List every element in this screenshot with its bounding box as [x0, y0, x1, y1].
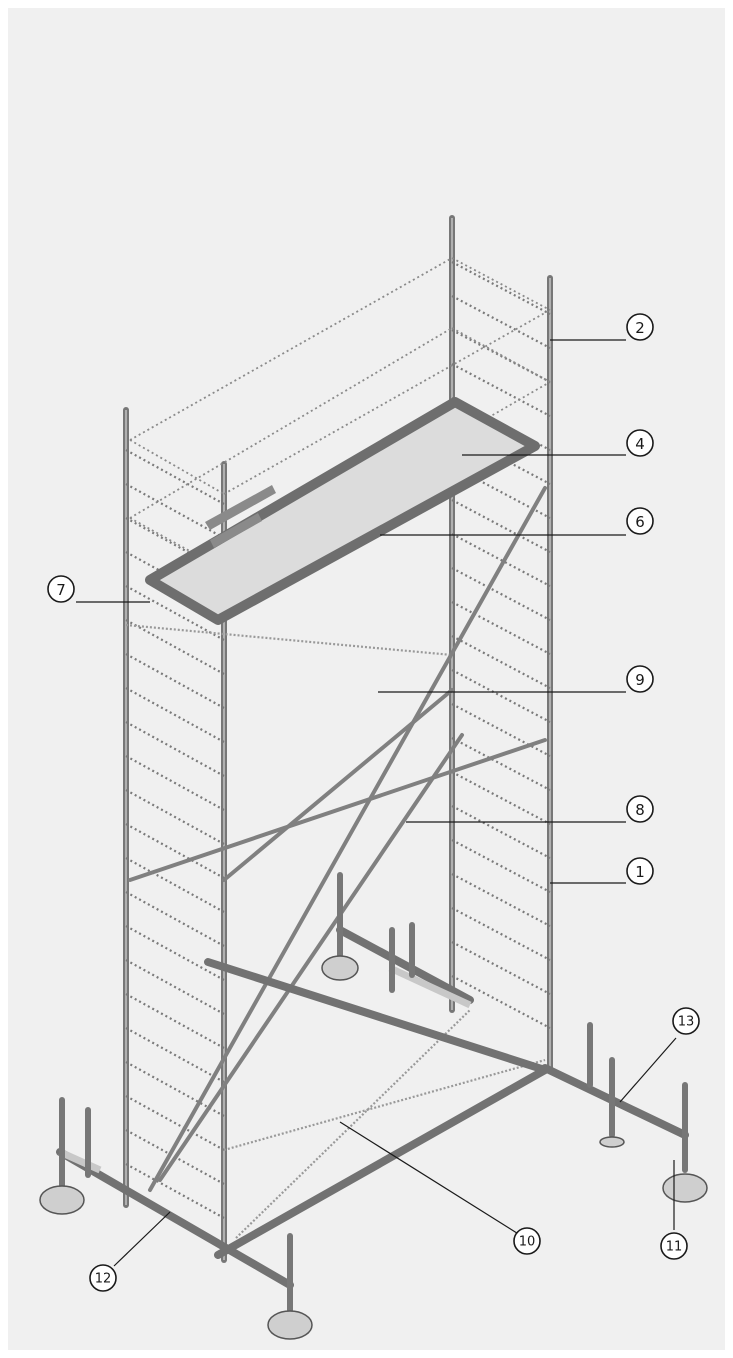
callout-4: 4	[626, 429, 654, 457]
frame-rung	[451, 907, 551, 961]
callout-1: 1	[626, 857, 654, 885]
frame-rung	[125, 1061, 225, 1117]
frame-rung	[125, 687, 225, 743]
frame-rung	[451, 635, 551, 689]
frame-rung	[125, 585, 225, 641]
guard-rails	[129, 257, 551, 571]
diagonal-braces	[128, 486, 547, 1239]
frame-rung	[451, 465, 551, 519]
frame-rung	[125, 517, 225, 573]
svg-text:13: 13	[678, 1015, 695, 1030]
callout-7: 7	[47, 575, 75, 603]
frame-rung	[451, 737, 551, 791]
callout-8: 8	[626, 795, 654, 823]
frame-rung	[451, 975, 551, 1029]
svg-text:7: 7	[56, 581, 66, 599]
frame-rung	[125, 993, 225, 1049]
svg-text:2: 2	[635, 319, 645, 337]
callout-13: 13	[672, 1007, 700, 1035]
frame-rung	[451, 261, 551, 315]
frame-rung	[125, 721, 225, 777]
frame-rung	[125, 789, 225, 845]
frame-rung	[125, 891, 225, 947]
callout-12: 12	[89, 1264, 117, 1292]
frame-rung	[451, 805, 551, 859]
svg-text:12: 12	[95, 1272, 112, 1287]
back-frame	[449, 215, 553, 1073]
frame-rung	[451, 873, 551, 927]
callout-2: 2	[626, 313, 654, 341]
frame-rung	[125, 1163, 225, 1219]
svg-text:9: 9	[635, 671, 645, 689]
svg-text:8: 8	[635, 801, 645, 819]
frame-rung	[451, 941, 551, 995]
frame-rung	[125, 653, 225, 709]
frame-rung	[451, 363, 551, 417]
horizontal-brace	[125, 623, 453, 657]
frame-rung	[451, 703, 551, 757]
callout-9: 9	[626, 665, 654, 693]
frame-rung	[125, 1027, 225, 1083]
frame-rung	[125, 857, 225, 913]
frame-rung	[451, 771, 551, 825]
frame-rung	[451, 567, 551, 621]
frame-rung	[451, 533, 551, 587]
drawing-background	[8, 8, 725, 1350]
frame-rung	[125, 823, 225, 879]
svg-text:4: 4	[635, 435, 645, 453]
frame-rung	[125, 959, 225, 1015]
frame-rung	[451, 601, 551, 655]
frame-rung	[451, 839, 551, 893]
frame-rung	[451, 669, 551, 723]
frame-rung	[451, 499, 551, 553]
frame-rung	[125, 619, 225, 675]
svg-text:1: 1	[635, 863, 645, 881]
frame-rung	[125, 449, 225, 505]
callout-10: 10	[513, 1227, 541, 1255]
platform-deck	[145, 397, 540, 625]
frame-rung	[451, 295, 551, 349]
frame-rung	[125, 1095, 225, 1151]
frame-rung	[125, 483, 225, 539]
callout-11: 11	[660, 1232, 688, 1260]
frame-rung	[125, 755, 225, 811]
frame-rung	[125, 925, 225, 981]
outrigger-posts	[59, 872, 688, 1313]
callout-6: 6	[626, 507, 654, 535]
leader-lines	[76, 339, 677, 1267]
svg-text:10: 10	[519, 1235, 536, 1250]
svg-text:6: 6	[635, 513, 645, 531]
svg-text:11: 11	[666, 1240, 683, 1255]
